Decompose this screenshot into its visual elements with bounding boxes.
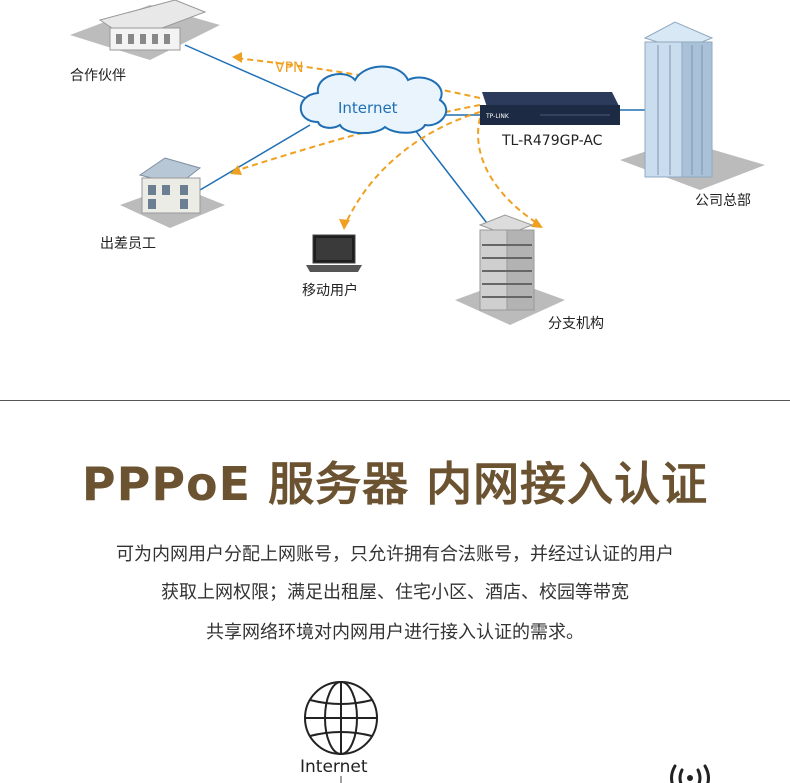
description-line-2: 获取上网权限；满足出租屋、住宅小区、酒店、校园等带宽: [161, 582, 629, 603]
arrow-branch: [531, 218, 543, 228]
partner-building-icon: [70, 0, 220, 60]
wireless-signal-icon: [670, 764, 710, 783]
bottom-diagram: Internet: [300, 681, 710, 783]
globe-icon: [304, 681, 378, 755]
partner-label: 合作伙伴: [70, 68, 126, 84]
router-brand: TP-LINK: [485, 113, 510, 120]
network-links: [184, 44, 650, 241]
arrow-partner: [232, 52, 242, 63]
vpn-tunnels: [231, 57, 541, 226]
internet-cloud-icon: [299, 65, 448, 135]
link-partner: [184, 44, 311, 101]
vpn-branch: [477, 117, 541, 226]
travel-house-icon: [120, 157, 225, 228]
travel-label: 出差员工: [100, 236, 156, 252]
link-travel: [199, 124, 311, 191]
internet-label: Internet: [338, 99, 398, 117]
router-icon: TP-LINK: [480, 92, 620, 125]
vpn-travel: [231, 104, 481, 173]
section-divider: [0, 400, 790, 401]
network-diagram: VPN Internet TP-LINK TL-R479GP-AC 合作伙伴: [70, 0, 765, 332]
bottom-internet-label: Internet: [300, 757, 368, 777]
branch-label: 分支机构: [548, 316, 604, 332]
vpn-arrowheads: [230, 52, 543, 230]
mobile-label: 移动用户: [302, 282, 358, 299]
router-label: TL-R479GP-AC: [501, 133, 603, 149]
description-line-1: 可为内网用户分配上网账号，只允许拥有合法账号，并经过认证的用户: [116, 544, 674, 565]
vpn-label: VPN: [275, 60, 304, 76]
branch-building-icon: [455, 214, 565, 325]
section-title: PPPoE 服务器 内网接入认证: [81, 457, 709, 511]
description-line-3: 共享网络环境对内网用户进行接入认证的需求。: [206, 622, 584, 643]
hq-tower-icon: [620, 21, 765, 190]
vpn-partner: [234, 57, 481, 99]
link-branch: [414, 129, 501, 241]
laptop-icon: [306, 234, 362, 272]
vpn-mobile: [344, 111, 481, 226]
arrow-mobile: [339, 219, 350, 230]
arrow-travel: [230, 165, 242, 175]
hq-label: 公司总部: [695, 193, 751, 209]
